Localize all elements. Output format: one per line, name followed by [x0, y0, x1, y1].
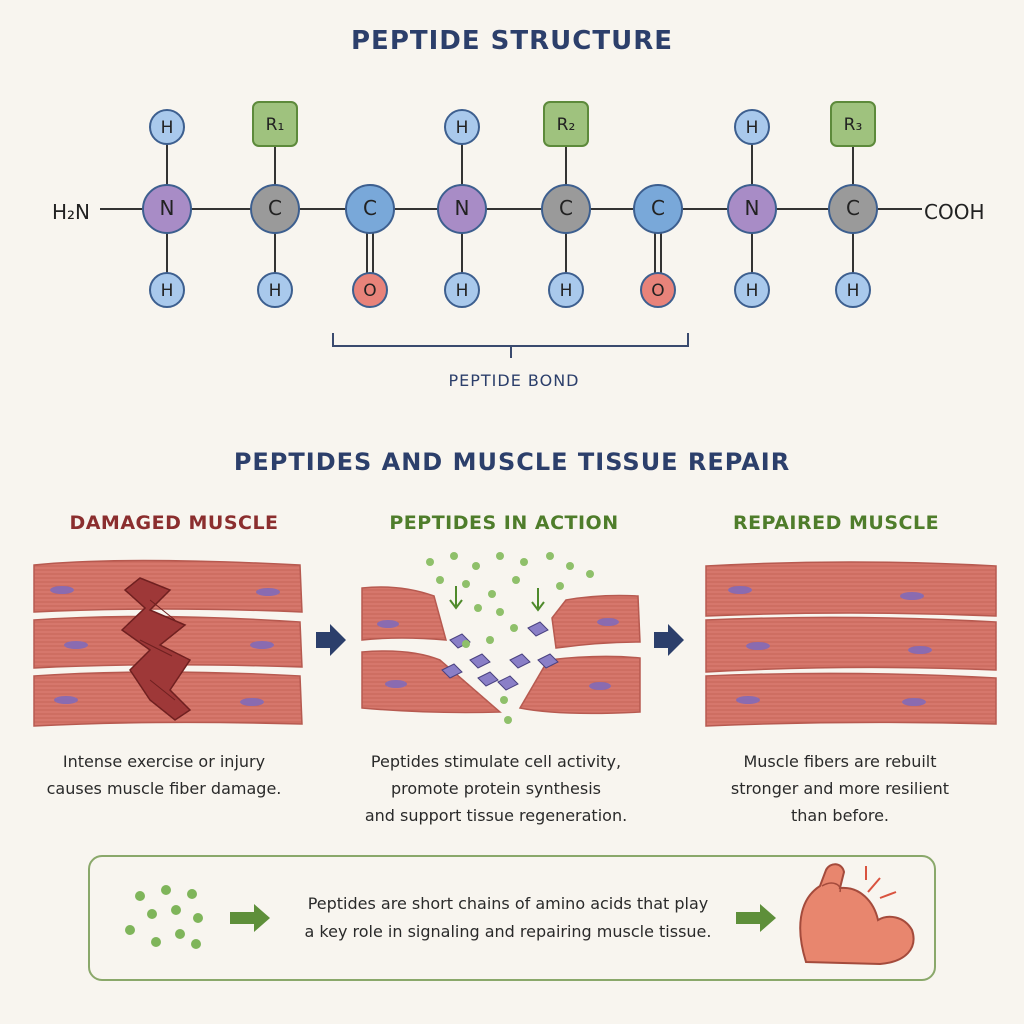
caption-line: causes muscle fiber damage.	[46, 779, 282, 798]
peptides-in-action-image	[361, 552, 641, 724]
side-chain-r1: R₁	[252, 101, 298, 147]
down-arrow-icon	[531, 588, 545, 612]
hydrogen-atom: H	[734, 109, 770, 145]
svg-text:C: C	[363, 196, 377, 220]
peptide-chain-diagram: N H H C R₁ H C O N H H C R₂ H C O N H H C R₃ H H₂N COOH PEPTI…	[52, 101, 985, 390]
caption-line: Muscle fibers are rebuilt	[743, 752, 937, 771]
caption-line: than before.	[790, 806, 890, 825]
caption-line: Intense exercise or injury	[62, 752, 266, 771]
caption-line: stronger and more resilient	[730, 779, 950, 798]
svg-text:H: H	[161, 118, 174, 138]
svg-text:H: H	[746, 281, 759, 301]
svg-text:R₁: R₁	[266, 115, 285, 135]
caption-peptides: Peptides stimulate cell activity, promot…	[336, 748, 656, 829]
svg-text:O: O	[363, 281, 376, 301]
arrow-right-icon	[316, 624, 346, 656]
hydrogen-atom: H	[548, 272, 584, 308]
svg-text:H: H	[269, 281, 282, 301]
peptide-bond-label: PEPTIDE BOND	[449, 371, 580, 390]
svg-text:N: N	[745, 196, 760, 220]
hydrogen-atom: H	[257, 272, 293, 308]
svg-text:H: H	[456, 281, 469, 301]
peptide-bond-bracket	[332, 333, 689, 358]
c-terminus-label: COOH	[924, 200, 985, 224]
hydrogen-atom: H	[444, 272, 480, 308]
alpha-carbon-atom: C	[828, 184, 878, 234]
caption-repaired: Muscle fibers are rebuilt stronger and m…	[680, 748, 1000, 829]
repair-title: PEPTIDES AND MUSCLE TISSUE REPAIR	[233, 448, 791, 476]
svg-text:H: H	[560, 281, 573, 301]
oxygen-atom: O	[640, 272, 676, 308]
damaged-muscle-image	[33, 559, 303, 727]
side-chain-r3: R₃	[830, 101, 876, 147]
caption-line: and support tissue regeneration.	[364, 806, 628, 825]
repaired-muscle-image	[705, 561, 997, 727]
summary-text: Peptides are short chains of amino acids…	[288, 890, 728, 946]
carbonyl-carbon-atom: C	[633, 184, 683, 234]
hydrogen-atom: H	[149, 109, 185, 145]
structure-title: PEPTIDE STRUCTURE	[351, 26, 673, 56]
svg-text:N: N	[160, 196, 175, 220]
summary-box	[88, 855, 936, 981]
hydrogen-atom: H	[734, 272, 770, 308]
panel-heading-peptides: PEPTIDES IN ACTION	[389, 512, 619, 534]
hydrogen-atom: H	[444, 109, 480, 145]
svg-text:H: H	[161, 281, 174, 301]
nitrogen-atom: N	[142, 184, 192, 234]
flexed-arm-icon	[799, 863, 915, 966]
nitrogen-atom: N	[437, 184, 487, 234]
carbonyl-carbon-atom: C	[345, 184, 395, 234]
svg-text:C: C	[651, 196, 665, 220]
svg-text:C: C	[268, 196, 282, 220]
down-arrow-icon	[449, 586, 463, 610]
panel-heading-repaired: REPAIRED MUSCLE	[732, 512, 940, 534]
hydrogen-atom: H	[149, 272, 185, 308]
svg-text:H: H	[847, 281, 860, 301]
svg-text:H: H	[456, 118, 469, 138]
summary-line: Peptides are short chains of amino acids…	[307, 894, 709, 913]
hydrogen-atom: H	[835, 272, 871, 308]
peptide-dots-icon	[125, 885, 203, 949]
summary-line: a key role in signaling and repairing mu…	[304, 922, 712, 941]
n-terminus-label: H₂N	[52, 200, 90, 224]
arrow-right-icon	[736, 904, 776, 932]
caption-damaged: Intense exercise or injury causes muscle…	[4, 748, 324, 802]
alpha-carbon-atom: C	[250, 184, 300, 234]
nitrogen-atom: N	[727, 184, 777, 234]
panel-heading-damaged: DAMAGED MUSCLE	[69, 512, 279, 534]
arrow-right-icon	[654, 624, 684, 656]
caption-line: promote protein synthesis	[390, 779, 602, 798]
oxygen-atom: O	[352, 272, 388, 308]
side-chain-r2: R₂	[543, 101, 589, 147]
svg-text:N: N	[455, 196, 470, 220]
arrow-right-icon	[230, 904, 270, 932]
svg-text:O: O	[651, 281, 664, 301]
alpha-carbon-atom: C	[541, 184, 591, 234]
svg-text:C: C	[559, 196, 573, 220]
caption-line: Peptides stimulate cell activity,	[370, 752, 622, 771]
svg-text:R₃: R₃	[844, 115, 863, 135]
svg-text:R₂: R₂	[557, 115, 576, 135]
svg-text:C: C	[846, 196, 860, 220]
svg-text:H: H	[746, 118, 759, 138]
